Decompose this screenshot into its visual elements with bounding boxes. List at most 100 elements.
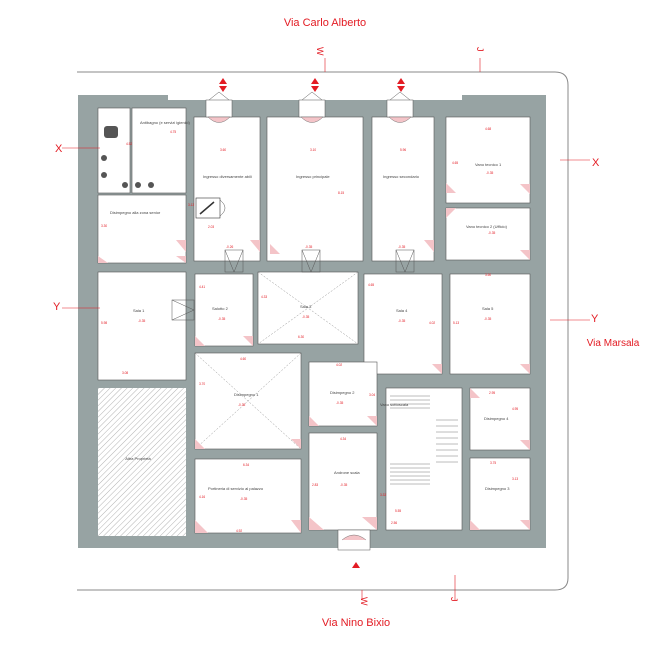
site-boundary <box>77 71 569 591</box>
dim-label: 3.50 <box>485 273 491 277</box>
dim-label: 3.04 <box>369 393 375 397</box>
street-label-south: Via Nino Bixio <box>322 617 390 629</box>
room-portineria <box>194 458 302 534</box>
street-label-north: Via Carlo Alberto <box>284 17 366 29</box>
level-label: -0.35 <box>218 317 225 321</box>
level-label: -0.35 <box>398 319 405 323</box>
room-label-disimpegno-1: Disimpegno 1 <box>234 392 259 397</box>
section-x-right: X <box>592 157 600 169</box>
section-y-right: Y <box>591 313 599 325</box>
south-entrance <box>337 529 371 551</box>
dim-label: 2.03 <box>208 225 214 229</box>
room-label-vano-tecnico-2: Vano tecnico 2 (Ufficio) <box>466 224 508 229</box>
dim-label: 4.02 <box>336 363 342 367</box>
dim-label: 5.13 <box>453 321 459 325</box>
room-label-sala-5: Sala 5 <box>482 306 494 311</box>
altra-proprieta-hatch <box>98 388 186 536</box>
dim-label: 3.08 <box>122 371 128 375</box>
section-x-left: X <box>55 143 63 155</box>
dim-label: 3.75 <box>490 461 496 465</box>
dim-label: 4.95 <box>512 407 518 411</box>
level-label: -0.35 <box>486 171 493 175</box>
ramps <box>171 249 415 321</box>
level-label: -0.35 <box>138 319 145 323</box>
dim-label: 4.75 <box>170 130 176 134</box>
level-markers: -0.26 -0.35 -0.35 -0.35 -0.35 -0.35 -0.3… <box>138 171 495 501</box>
dim-label: 4.65 <box>452 161 458 165</box>
room-disimpegno-4 <box>469 387 531 451</box>
room-label-disimpegno-4: Disimpegno 4 <box>484 416 509 421</box>
dim-label: 3.13 <box>188 203 194 207</box>
level-label: -0.35 <box>340 483 347 487</box>
room-label-ingresso-diversamente-abili: Ingresso diversamente abili <box>203 174 252 179</box>
section-w-bottom: W <box>359 597 369 606</box>
dim-label: 3.10 <box>310 148 316 152</box>
room-disimpegno-2 <box>308 361 378 427</box>
dim-label: 4.65 <box>368 283 374 287</box>
dim-label: 3.30 <box>101 224 107 228</box>
room-label-antibagno: Antibagno (e servizi igienici) <box>140 120 190 125</box>
room-vano-tecnico-1 <box>445 116 531 204</box>
section-cut-lines <box>62 58 590 600</box>
room-label-sala-4: Sala 4 <box>396 308 408 313</box>
level-label: -0.35 <box>488 231 495 235</box>
north-entrances <box>205 91 414 123</box>
dim-label: 3.70 <box>199 382 205 386</box>
wall-segment <box>462 95 546 103</box>
room-vano-tecnico-2 <box>445 207 531 261</box>
room-label-vano-tecnico-1: Vano tecnico 1 <box>475 162 502 167</box>
dim-label: 5.96 <box>400 148 406 152</box>
dim-label: 4.52 <box>126 142 132 146</box>
room-ingresso-principale <box>266 116 364 262</box>
room-label-disimpegno-senior: Disimpegno alla zona senior <box>110 210 161 215</box>
dim-label: 4.34 <box>340 437 346 441</box>
section-j-bottom: J <box>449 597 459 602</box>
room-sala-1 <box>97 271 187 381</box>
dim-label: 3.13 <box>512 477 518 481</box>
room-disimpegno-senior <box>97 194 187 264</box>
dim-label: 4.68 <box>485 127 491 131</box>
room-sala-4 <box>363 273 443 375</box>
dimension-labels: 4.75 4.52 3.60 3.10 5.96 8.15 4.68 4.65 … <box>101 127 518 533</box>
dim-label: 4.41 <box>199 285 205 289</box>
room-label-ingresso-secondario: Ingresso secondario <box>383 174 420 179</box>
room-label-sala-3: Sala 3 <box>300 304 312 309</box>
room-label-disimpegno-3: Disimpegno 3 <box>485 486 510 491</box>
dim-label: 5.55 <box>395 509 401 513</box>
dim-label: 4.33 <box>261 295 267 299</box>
level-label: -0.26 <box>226 245 233 249</box>
room-label-vano-sottoscala: Vano sottoscala <box>380 402 409 407</box>
room-salotto-2 <box>194 273 254 347</box>
dim-label: 2.95 <box>489 391 495 395</box>
level-label: -0.35 <box>305 245 312 249</box>
room-label-altra-proprieta: Altra Proprietà <box>125 456 151 461</box>
dim-label: 6.34 <box>243 463 249 467</box>
room-label-portineria: Portineria di servizio al palazzo <box>208 486 264 491</box>
level-label: -0.35 <box>238 403 245 407</box>
sanitary-fixtures <box>101 126 154 188</box>
room-disimpegno-3 <box>469 457 531 531</box>
dim-label: 3.60 <box>220 148 226 152</box>
room-label-sala-1: Sala 1 <box>133 308 145 313</box>
level-label: -0.35 <box>484 317 491 321</box>
room-ingresso-diversamente-abili <box>193 116 261 262</box>
dim-label: 6.30 <box>298 335 304 339</box>
room-wc <box>97 107 131 194</box>
room-label-salotto-2: Salotto 2 <box>212 306 229 311</box>
room-androne <box>308 432 378 531</box>
room-ingresso-secondario <box>371 116 435 262</box>
section-w-top: W <box>315 47 325 56</box>
stair-treads <box>390 395 458 485</box>
level-label: -0.35 <box>336 401 343 405</box>
lift-symbol <box>195 197 226 219</box>
pink-corner-markers <box>98 183 530 533</box>
level-label: -0.35 <box>398 245 405 249</box>
section-y-left: Y <box>53 301 61 313</box>
dim-label: 4.02 <box>429 321 435 325</box>
dim-label: 2.56 <box>391 521 397 525</box>
vault-lines <box>194 271 359 450</box>
dim-label: 3.33 <box>380 493 386 497</box>
room-antibagno <box>131 107 187 194</box>
dim-label: 4.16 <box>199 495 205 499</box>
